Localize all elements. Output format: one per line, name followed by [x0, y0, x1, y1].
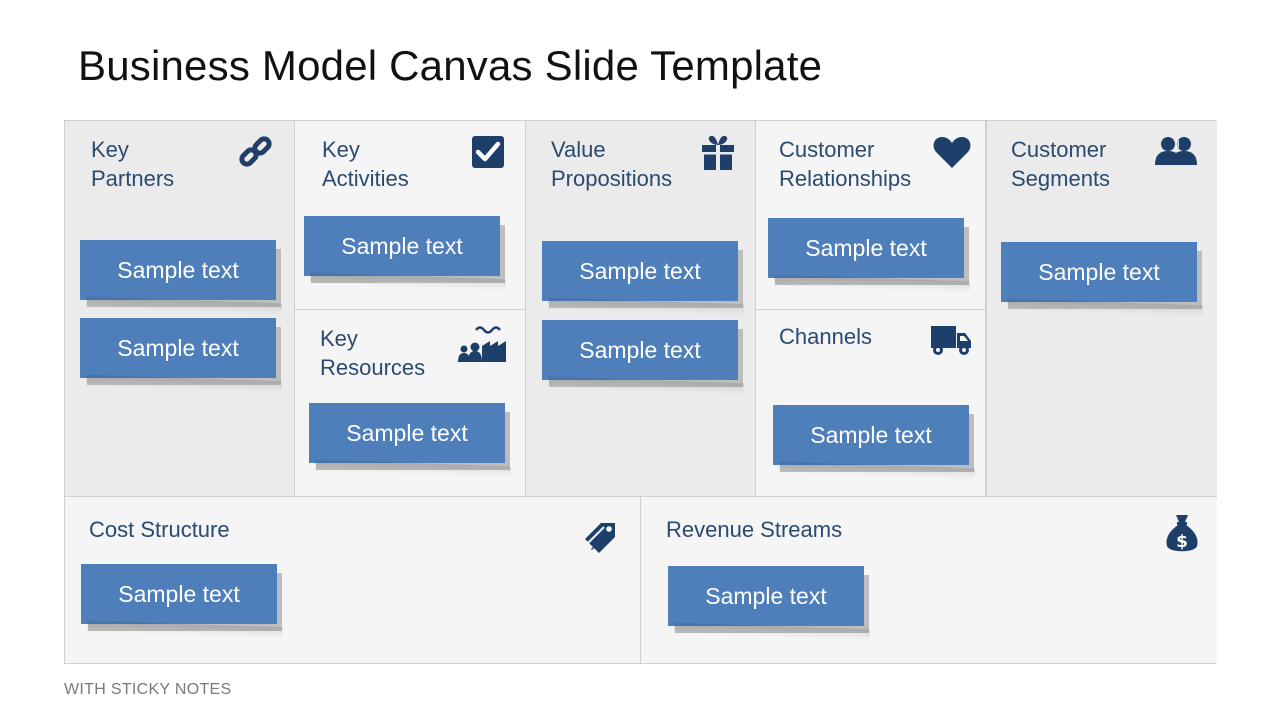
users-icon	[1154, 135, 1198, 167]
block-label: Channels	[779, 324, 872, 349]
block-channels: Channels Sample text	[756, 310, 986, 497]
block-label: Cost Structure	[89, 517, 230, 542]
sticky-note[interactable]: Sample text	[304, 216, 500, 276]
truck-icon	[930, 324, 972, 356]
sticky-note[interactable]: Sample text	[80, 240, 276, 300]
block-label: Customer Relationships	[779, 137, 912, 191]
slide-subtitle: WITH STICKY NOTES	[64, 681, 232, 698]
sticky-note[interactable]: Sample text	[1001, 242, 1197, 302]
block-label: Key Resources	[320, 326, 426, 380]
heart-icon	[933, 135, 971, 169]
block-customer-segments: Customer Segments Sample text	[986, 121, 1217, 497]
people-factory-icon	[458, 324, 510, 364]
block-key-partners: Key Partners Sample text Sample text	[65, 121, 295, 497]
sticky-note[interactable]: Sample text	[309, 403, 505, 463]
block-key-resources: Key Resources Sample text	[295, 310, 526, 497]
slide-title: Business Model Canvas Slide Template	[78, 42, 823, 89]
block-key-activities: Key Activities Sample text	[295, 121, 526, 310]
gift-icon	[700, 135, 736, 171]
sticky-note[interactable]: Sample text	[768, 218, 964, 278]
block-value-propositions: Value Propositions Sample text Sample te…	[526, 121, 756, 497]
link-icon	[237, 135, 275, 173]
checkbox-icon	[471, 135, 505, 169]
business-model-canvas: Key Partners Sample text Sample text Key…	[64, 120, 1217, 664]
svg-text:$: $	[1176, 532, 1188, 552]
block-customer-relationships: Customer Relationships Sample text	[756, 121, 986, 310]
price-tags-icon	[583, 515, 621, 557]
sticky-note[interactable]: Sample text	[542, 320, 738, 380]
sticky-note[interactable]: Sample text	[773, 405, 969, 465]
block-revenue-streams: Revenue Streams $ Sample text	[641, 497, 1217, 663]
money-bag-icon: $	[1165, 513, 1199, 555]
sticky-note[interactable]: Sample text	[81, 564, 277, 624]
sticky-note[interactable]: Sample text	[542, 241, 738, 301]
block-label: Key Activities	[322, 137, 409, 191]
block-label: Key Partners	[91, 137, 175, 191]
sticky-note[interactable]: Sample text	[80, 318, 276, 378]
block-label: Customer Segments	[1011, 137, 1111, 191]
block-label: Value Propositions	[551, 137, 673, 191]
block-label: Revenue Streams	[666, 517, 843, 542]
sticky-note[interactable]: Sample text	[668, 566, 864, 626]
block-cost-structure: Cost Structure Sample text	[65, 497, 641, 663]
